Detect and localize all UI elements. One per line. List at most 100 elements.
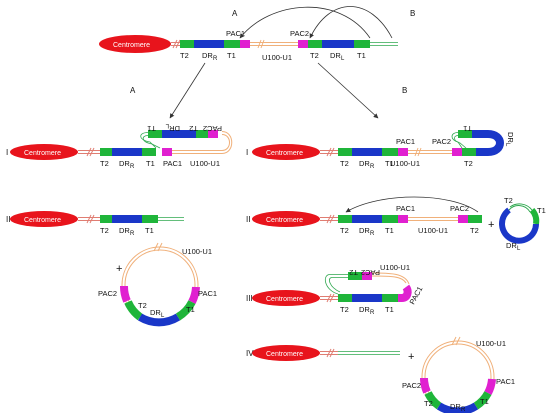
label-dr-sub: R [130,231,135,237]
u100-segment [250,42,298,46]
label-t2: T2 [464,159,473,168]
label-dr: DR [359,159,370,168]
label-pac2: PAC2 [361,268,380,277]
t1-block [458,130,472,138]
label-u100: U100-U1 [476,339,506,348]
branch-b-step-2: II Centromere T2 DR R T1 PAC1 U100-U1 PA… [246,196,546,252]
recombination-arrow [345,196,479,213]
pac2-block [420,377,431,394]
pac1-block [484,378,496,395]
label-pac2: PAC2 [203,124,222,133]
label-dr-sub: R [370,231,375,237]
t2-block [196,130,208,138]
branch-b-step-4: IV Centromere + U100-U1 PAC2 T2 DR R T1 [246,336,515,413]
centromere-label: Centromere [266,351,303,358]
label-t1: T1 [385,226,394,235]
label-t2: T2 [100,226,109,235]
label-t2: T2 [340,159,349,168]
t1-block [529,208,540,225]
pac1-block [188,286,200,304]
step-numeral: I [6,148,8,157]
label-t2: T2 [340,305,349,314]
centromere-label: Centromere [113,42,150,49]
step-numeral: IV [246,349,254,358]
plus-sign: + [488,219,494,231]
flipped-labels: T1 DR L T2 PAC2 [147,122,222,133]
label-pac2: PAC2 [450,204,469,213]
label-t2: T2 [340,226,349,235]
top-chromosome: Centromere T2 DR R T1 PAC1 U100-U1 PAC2 … [99,6,415,62]
label-pac1: PAC1 [163,159,182,168]
t1-block [354,40,370,48]
label-pac1: PAC1 [226,29,245,38]
u100-segment [371,272,410,285]
chromosome-arm [320,296,338,300]
dr-l-block [137,313,181,327]
label-pac1: PAC1 [396,204,415,213]
chromosome-arm [320,217,338,221]
branch-b-arrow [317,62,379,119]
t1-block [224,40,240,48]
label-u100: U100-U1 [380,263,410,272]
dr-r-block [352,215,382,223]
step-numeral: III [246,294,253,303]
label-t1: T1 [146,159,155,168]
label-pac1: PAC1 [496,377,515,386]
telomere [324,274,348,295]
t2-block [338,215,352,223]
dr-l-block [162,130,196,138]
branch-a-step-1: I Centromere T2 DR R T1 PAC1 U100-U1 [6,122,233,170]
t2-block [100,215,112,223]
t2-arc [509,203,533,211]
label-t1: T1 [357,51,366,60]
label-dr-sub: L [517,246,521,252]
u100-segment [172,131,233,154]
label-t1: T1 [227,51,236,60]
label-pac2: PAC2 [432,137,451,146]
label-t2: T2 [180,51,189,60]
label-t1: T1 [145,226,154,235]
label-dr-sub: R [370,164,375,170]
excised-circle [499,203,540,244]
dr-r-block [112,215,142,223]
branch-a-label: A [130,86,136,95]
t1-block [175,300,196,321]
label-dr: DR [506,241,517,250]
t1-block [382,148,398,156]
centromere [99,35,171,53]
t1-block [382,294,398,302]
arrow-b-label: B [410,9,415,18]
centromere-label: Centromere [266,217,303,224]
t1-block [382,215,398,223]
label-dr: DR [330,51,341,60]
label-dr: DR [169,124,180,133]
label-u100: U100-U1 [182,247,212,256]
t2-block [348,272,362,280]
chromosome-arm [320,150,338,154]
label-t2: T2 [424,399,433,408]
centromere-label: Centromere [266,150,303,157]
label-t1: T1 [537,206,546,215]
label-t2: T2 [189,124,198,133]
pac1-block [398,148,408,156]
label-dr-sub: L [161,313,165,319]
label-dr-sub: R [130,164,135,170]
centromere-label: Centromere [266,296,303,303]
t1-block [473,390,492,410]
label-pac1: PAC1 [396,137,415,146]
t2-block [180,40,194,48]
label-dr-sub: L [341,56,345,62]
t1-block [148,130,162,138]
flipped-labels: T2 PAC2 [349,268,380,277]
step-numeral: II [246,215,250,224]
label-dr-sub: L [504,143,510,147]
t2-block [308,40,322,48]
label-dr-sub: R [213,56,218,62]
label-pac1: PAC1 [198,289,217,298]
centromere-label: Centromere [24,150,61,157]
centromere [10,211,78,227]
label-dr: DR [150,308,161,317]
flipped-labels: T1 [463,124,472,133]
step-numeral: I [246,148,248,157]
